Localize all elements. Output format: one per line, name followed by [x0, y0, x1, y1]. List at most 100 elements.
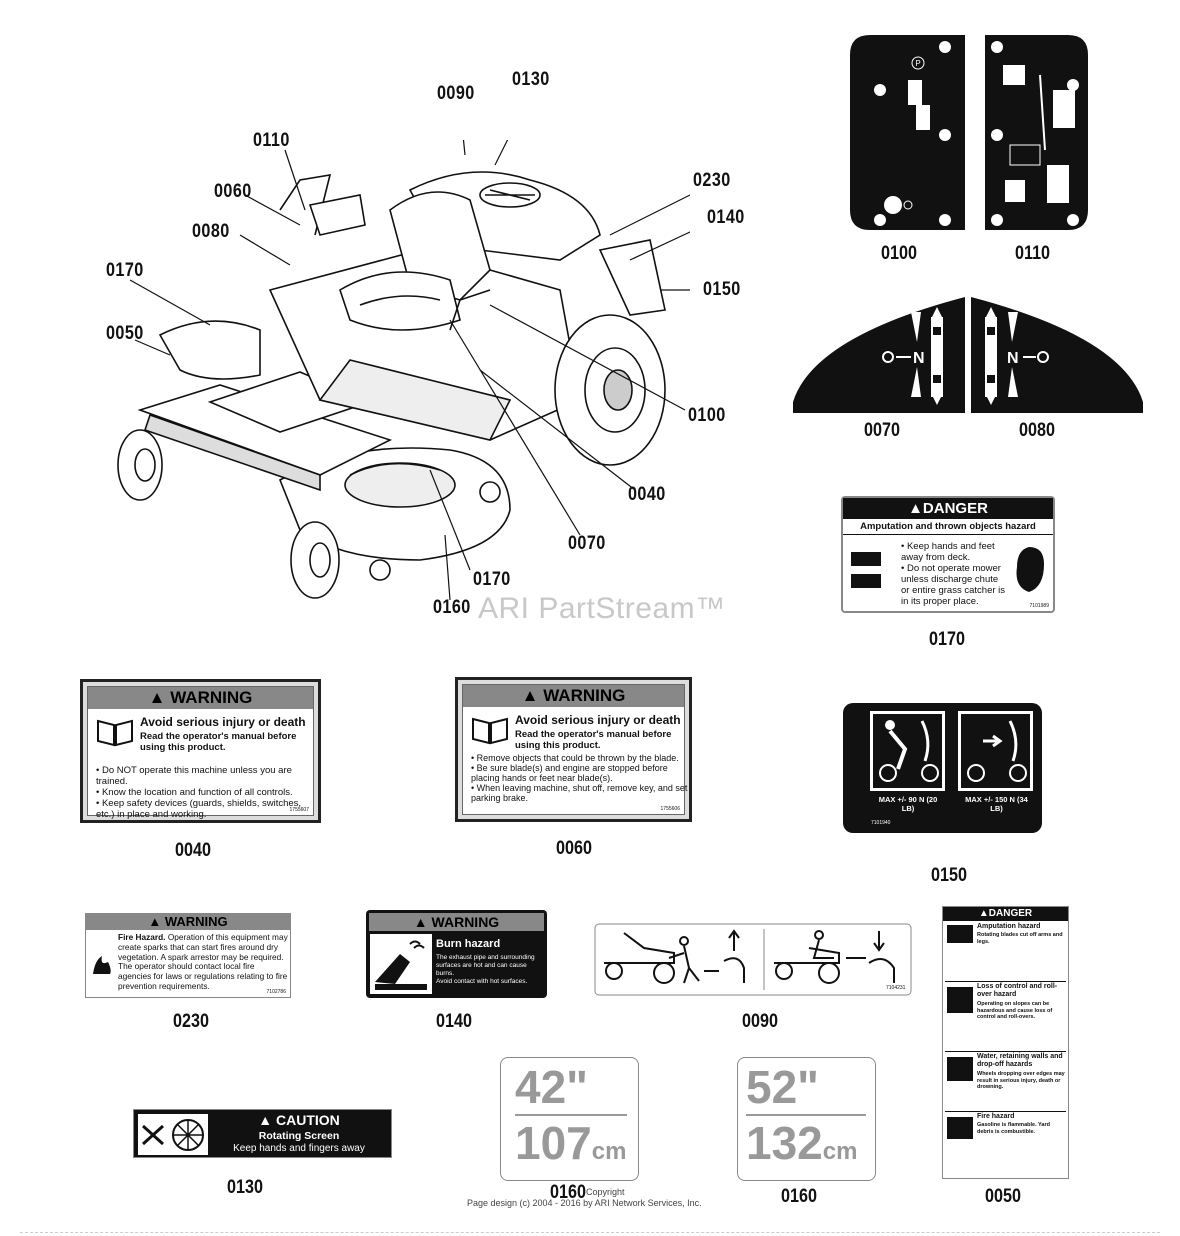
warning-bullet-1: • Do NOT operate this machine unless you… — [96, 765, 292, 787]
callout-0150: 0150 — [703, 279, 741, 300]
decal-0140: ▲ WARNING Burn hazard The exhaust pipe a… — [366, 910, 547, 998]
danger-header: DANGER — [922, 500, 988, 517]
callout-0130: 0130 — [512, 69, 550, 90]
decal-0070 — [793, 297, 965, 413]
copyright-label: Copyright — [586, 1187, 625, 1197]
manual-book-icon — [97, 719, 133, 747]
max-force-left: MAX +/- 90 N (20 LB) — [878, 795, 938, 813]
decal-code: 7101989 — [1029, 603, 1049, 609]
decal-0160-52: 52" 132cm — [737, 1057, 876, 1181]
deck-size-inch: 52" — [746, 1061, 819, 1113]
part-label-0160-b: 0160 — [781, 1186, 817, 1207]
park-symbol: P — [915, 59, 920, 68]
warning-title: Avoid serious injury or death — [140, 715, 306, 729]
warning-triangle-icon: ▲ — [908, 500, 923, 517]
part-label-0090: 0090 — [742, 1011, 778, 1032]
part-label-0150: 0150 — [931, 865, 967, 886]
part-label-0140: 0140 — [436, 1011, 472, 1032]
danger-subtitle: Amputation and thrown objects hazard — [843, 519, 1053, 535]
callout-0090: 0090 — [437, 83, 475, 104]
decal-0040: ▲ WARNING Avoid serious injury or death … — [80, 679, 321, 823]
caution-title: Rotating Screen — [258, 1130, 340, 1142]
seat-pressure-icon-left — [870, 711, 945, 791]
rollover-icon — [947, 987, 973, 1013]
warning-triangle-icon: ▲ — [413, 914, 432, 930]
fire-hazard-text: Gasoline is flammable. Yard debris is co… — [977, 1122, 1050, 1135]
burn-hazard-text-2: Avoid contact with hot surfaces. — [436, 978, 528, 985]
deck-size-cm: 132 — [746, 1117, 823, 1169]
decal-code: 1755607 — [289, 807, 309, 813]
manual-book-icon — [472, 717, 508, 745]
dropoff-title: Water, retaining walls and drop-off haza… — [977, 1053, 1063, 1068]
callout-0100: 0100 — [688, 405, 726, 426]
danger-header: DANGER — [988, 908, 1033, 919]
fire-icon — [93, 956, 111, 974]
zero-turn-mower-illustration — [117, 140, 690, 601]
decal-code: 7104231 — [886, 985, 906, 991]
warning-header: WARNING — [431, 914, 500, 930]
part-label-0160-a: 0160 — [550, 1182, 586, 1203]
part-label-0060: 0060 — [556, 838, 592, 859]
decal-code: 7101940 — [871, 820, 891, 826]
rotating-screen-icon — [141, 1119, 204, 1151]
amputation-icon — [947, 925, 973, 943]
warning-triangle-icon: ▲ — [258, 1112, 276, 1128]
part-label-0040: 0040 — [175, 840, 211, 861]
rollover-title: Loss of control and roll-over hazard — [977, 983, 1058, 998]
thrown-object-icon — [1016, 547, 1044, 592]
amputation-title: Amputation hazard — [977, 923, 1041, 930]
part-label-0230: 0230 — [173, 1011, 209, 1032]
decal-0170: ▲DANGER Amputation and thrown objects ha… — [841, 496, 1055, 613]
neutral-label-right: N — [1007, 350, 1019, 367]
warning-title: Avoid serious injury or death — [515, 713, 681, 727]
callout-0070: 0070 — [568, 533, 606, 554]
part-label-0130: 0130 — [227, 1177, 263, 1198]
copyright-footer: Page design (c) 2004 - 2016 by ARI Netwo… — [467, 1198, 702, 1208]
callout-0140: 0140 — [707, 207, 745, 228]
callout-0060: 0060 — [214, 181, 252, 202]
caution-header: CAUTION — [275, 1112, 340, 1128]
warning-triangle-icon: ▲ — [148, 688, 171, 707]
warning-bullet-1: • Remove objects that could be thrown by… — [471, 753, 679, 763]
part-label-0080: 0080 — [1019, 420, 1055, 441]
fire-hazard-lead: Fire Hazard. — [118, 932, 166, 942]
callout-0050: 0050 — [106, 323, 144, 344]
decal-code: 1755606 — [660, 806, 680, 812]
dropoff-icon — [947, 1057, 973, 1081]
decal-0090: 7104231 — [594, 923, 912, 996]
callout-0160: 0160 — [433, 597, 471, 618]
deck-size-inch: 42" — [515, 1061, 588, 1113]
decal-0070-0080: N N — [793, 297, 1143, 413]
caution-text: Keep hands and fingers away — [233, 1143, 365, 1154]
burn-hand-icon — [370, 934, 432, 994]
burn-hazard-text: The exhaust pipe and surrounding surface… — [436, 954, 535, 977]
danger-bullet-2: • Do not operate mower unless discharge … — [901, 563, 1006, 607]
fire-icon — [947, 1117, 973, 1139]
decal-0060: ▲ WARNING Avoid serious injury or death … — [455, 677, 692, 822]
page-divider — [20, 1232, 1160, 1233]
warning-triangle-icon: ▲ — [521, 686, 544, 705]
deck-size-unit: cm — [822, 1138, 858, 1165]
part-label-0170: 0170 — [929, 629, 965, 650]
dropoff-text: Wheels dropping over edges may result in… — [977, 1071, 1065, 1090]
burn-hazard-title: Burn hazard — [436, 938, 501, 950]
warning-header: WARNING — [170, 688, 253, 707]
part-label-0110: 0110 — [1015, 243, 1051, 264]
warning-bullet-2: • Be sure blade(s) and engine are stoppe… — [471, 763, 668, 783]
deck-size-unit: cm — [591, 1138, 627, 1165]
callout-0040: 0040 — [628, 484, 666, 505]
warning-bullet-2: • Know the location and function of all … — [96, 787, 293, 798]
warning-sub: Read the operator's manual before using … — [515, 729, 672, 751]
warning-header: WARNING — [164, 914, 228, 929]
part-label-0050: 0050 — [985, 1186, 1021, 1207]
part-label-0100: 0100 — [881, 243, 917, 264]
hand-foot-hazard-icon — [851, 552, 881, 588]
callout-0230: 0230 — [693, 170, 731, 191]
decal-0100: P — [850, 35, 965, 230]
danger-bullet-1: • Keep hands and feet away from deck. — [901, 541, 995, 563]
decal-0130: ▲ CAUTION Rotating Screen Keep hands and… — [133, 1109, 392, 1158]
amputation-text: Rotating blades cut off arms and legs. — [977, 932, 1063, 945]
decal-0160-42: 42" 107cm — [500, 1057, 639, 1181]
callout-0170-bottom: 0170 — [473, 569, 511, 590]
